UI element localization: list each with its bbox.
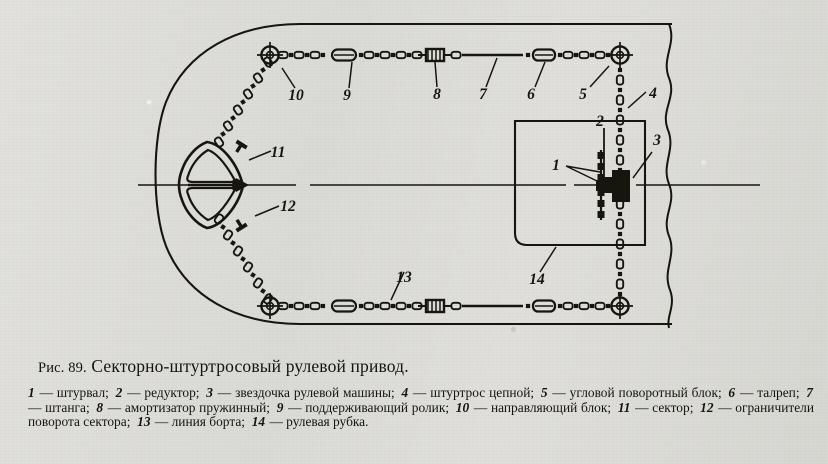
callout-9: 9 bbox=[343, 87, 351, 104]
legend-item-text: — редуктор; bbox=[123, 385, 207, 400]
callout-8: 8 bbox=[433, 86, 441, 103]
legend-item-number: 12 bbox=[700, 399, 714, 415]
sector-limiter-upper bbox=[231, 139, 248, 156]
legend-body: 1 — штурвал; 2 — редуктор; 3 — звездочка… bbox=[28, 385, 814, 429]
callout-14: 14 bbox=[529, 271, 545, 288]
legend-item-number: 8 bbox=[96, 399, 104, 415]
legend-item-number: 5 bbox=[540, 385, 548, 400]
callout-numbers: 1 2 3 4 5 6 7 8 9 10 11 12 13 14 bbox=[271, 85, 661, 288]
legend-item-text: — амортизатор пружинный; bbox=[104, 399, 277, 415]
legend-item-text: — звездочка рулевой машины; bbox=[213, 385, 402, 400]
guide-block-10 bbox=[255, 40, 285, 70]
legend-item-number: 11 bbox=[617, 399, 631, 415]
sector-11 bbox=[177, 140, 249, 230]
sector-limiter-lower bbox=[231, 216, 248, 233]
support-roller-9 bbox=[330, 48, 358, 62]
wheelhouse-rectangle bbox=[513, 119, 647, 247]
legend-item-number: 2 bbox=[115, 385, 123, 400]
callout-7: 7 bbox=[479, 86, 488, 103]
legend-item-number: 1 bbox=[28, 385, 35, 400]
callout-4: 4 bbox=[648, 85, 657, 102]
angular-turning-block-5 bbox=[605, 40, 635, 70]
legend-item-number: 13 bbox=[137, 414, 151, 430]
spring-shock-absorber-8 bbox=[418, 47, 462, 63]
callout-12: 12 bbox=[280, 198, 296, 215]
angular-turning-block-bottom bbox=[605, 291, 635, 321]
legend-item-text: — угловой поворотный блок; bbox=[548, 385, 729, 400]
figure-caption-block: Рис. 89. Секторно-штуртросовый рулевой п… bbox=[0, 348, 828, 464]
steering-machine-sprocket-3 bbox=[612, 170, 630, 202]
legend-item-number: 14 bbox=[251, 414, 266, 430]
legend-item-text: — талреп; bbox=[736, 385, 807, 400]
legend-item-text: — направляющий блок; bbox=[470, 399, 618, 415]
callout-leader-lines bbox=[248, 57, 653, 301]
legend-item-text: — штуртрос цепной; bbox=[409, 385, 541, 400]
callout-10: 10 bbox=[288, 87, 304, 104]
guide-block-bottom bbox=[255, 291, 285, 321]
legend-item-number: 9 bbox=[276, 399, 284, 415]
legend-item-text: — штанга; bbox=[28, 399, 97, 415]
callout-3: 3 bbox=[652, 132, 661, 149]
legend-item-text: — ограничители поворота сектора; bbox=[28, 399, 815, 430]
legend-item-text: — линия борта; bbox=[151, 414, 252, 430]
legend-item-text: — рулевая рубка. bbox=[266, 414, 376, 430]
callout-13: 13 bbox=[396, 269, 412, 286]
figure-title: Рис. 89. Секторно-штуртросовый рулевой п… bbox=[38, 356, 409, 377]
chain-top-run bbox=[277, 47, 611, 63]
hull-outline bbox=[154, 22, 672, 326]
figure-title-text: Секторно-штуртросовый рулевой привод. bbox=[91, 356, 409, 376]
figure-legend: 1 — штурвал; 2 — редуктор; 3 — звездочка… bbox=[28, 385, 814, 430]
legend-item-number: 4 bbox=[401, 385, 409, 400]
chain-bottom-run bbox=[277, 298, 611, 314]
legend-item-text: — сектор; bbox=[631, 399, 701, 415]
callout-1: 1 bbox=[552, 157, 560, 174]
legend-item-number: 10 bbox=[455, 399, 470, 415]
callout-2: 2 bbox=[595, 113, 604, 130]
legend-item-number: 3 bbox=[206, 385, 213, 400]
support-roller-bottom bbox=[330, 299, 358, 313]
chain-diagonal-upper bbox=[212, 55, 275, 149]
figure-drawing: 1 2 3 4 5 6 7 8 9 10 11 12 13 14 bbox=[138, 22, 760, 329]
legend-item-text: — поддерживающий ролик; bbox=[284, 399, 456, 415]
legend-item-number: 7 bbox=[806, 385, 813, 400]
figure-number: Рис. 89. bbox=[38, 360, 87, 376]
legend-item-text: — штурвал; bbox=[35, 385, 116, 400]
callout-11: 11 bbox=[271, 144, 286, 161]
turnbuckle-6 bbox=[531, 48, 557, 62]
spring-shock-absorber-bottom bbox=[418, 298, 462, 314]
callout-5: 5 bbox=[579, 86, 587, 103]
legend-item-number: 6 bbox=[728, 385, 736, 400]
turnbuckle-bottom bbox=[531, 299, 557, 313]
hull-break-line bbox=[664, 23, 673, 329]
callout-6: 6 bbox=[527, 86, 535, 103]
